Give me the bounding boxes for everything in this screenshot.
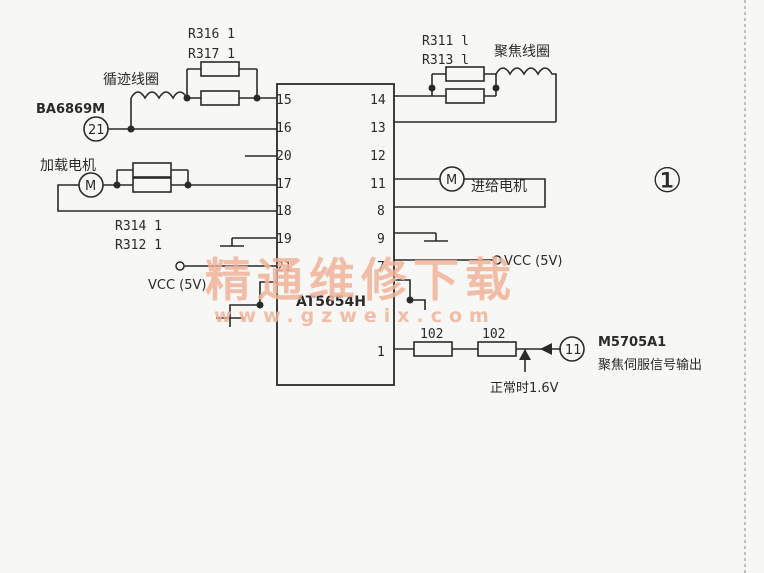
vcc-terminal-right — [492, 255, 502, 265]
label-ba6869m: BA6869M — [36, 102, 105, 117]
ic-pin-19: 19 — [276, 232, 292, 247]
ic-pin-21: 21 — [276, 260, 292, 275]
wire-pin8 — [394, 178, 546, 208]
ic-body — [276, 83, 395, 386]
label-r312: R312 1 — [115, 238, 162, 253]
connector-11-label: 11 — [565, 343, 582, 358]
ic-pin-17: 17 — [276, 177, 292, 192]
ic-pin-9: 9 — [377, 232, 385, 247]
resistor-r316 — [200, 61, 240, 77]
arrow-left-icon — [540, 343, 552, 355]
label-102-b: 102 — [482, 327, 505, 342]
ic-pin-7: 7 — [377, 260, 385, 275]
wire-pin18 — [57, 184, 277, 212]
label-r316: R316 1 — [188, 27, 235, 42]
vcc-terminal-left — [175, 261, 185, 271]
feed-motor-m: M — [446, 173, 457, 188]
ic-pin-15: 15 — [276, 93, 292, 108]
label-focus-servo: 聚焦伺服信号输出 — [598, 357, 702, 373]
ic-pin-8: 8 — [377, 204, 385, 219]
label-vcc-left: VCC (5V) — [148, 278, 207, 293]
ic-pin-13: 13 — [370, 121, 386, 136]
resistor-102-a — [413, 341, 453, 357]
label-102-a: 102 — [420, 327, 443, 342]
connector-21-label: 21 — [88, 123, 105, 138]
tracking-coil-symbol — [130, 91, 188, 100]
ic-name: AT5654H — [296, 294, 366, 310]
ic-pin-16: 16 — [276, 121, 292, 136]
watermark-line2: www.gzweix.com — [214, 305, 496, 327]
label-r311: R311 l — [422, 34, 469, 49]
label-r317: R317 1 — [188, 47, 235, 62]
label-loading-motor: 加载电机 — [40, 158, 96, 174]
loading-motor-m: M — [85, 179, 96, 194]
ic-pin-20: 20 — [276, 149, 292, 164]
ic-pin-18: 18 — [276, 204, 292, 219]
label-focus-coil: 聚焦线圈 — [494, 44, 550, 60]
resistor-r313 — [445, 88, 485, 104]
label-vcc-right: VCC (5V) — [504, 254, 563, 269]
label-r314: R314 1 — [115, 219, 162, 234]
junction-dot — [127, 125, 135, 133]
focus-coil-symbol — [495, 67, 557, 122]
resistor-r314 — [132, 162, 172, 178]
ic-pin-14: 14 — [370, 93, 386, 108]
label-tracking-coil: 循迹线圈 — [103, 72, 159, 88]
resistor-102-b — [477, 341, 517, 357]
ic-pin-12: 12 — [370, 149, 386, 164]
figure-number: ① — [652, 161, 682, 201]
watermark-line1: 精通维修下载 — [205, 253, 517, 307]
resistor-r317 — [200, 90, 240, 106]
arrow-up-icon — [519, 349, 531, 360]
resistor-r312 — [132, 177, 172, 193]
ic-pin-11: 11 — [370, 177, 386, 192]
label-m5705a1: M5705A1 — [598, 335, 666, 350]
label-feed-motor: 进给电机 — [471, 179, 527, 195]
connector-11 — [559, 336, 585, 362]
ic-pin-1: 1 — [377, 345, 385, 360]
junction-dot — [256, 301, 264, 309]
label-r313: R313 l — [422, 53, 469, 68]
label-normal-voltage: 正常时1.6V — [490, 381, 559, 396]
resistor-r311 — [445, 66, 485, 82]
junction-dot — [406, 296, 414, 304]
